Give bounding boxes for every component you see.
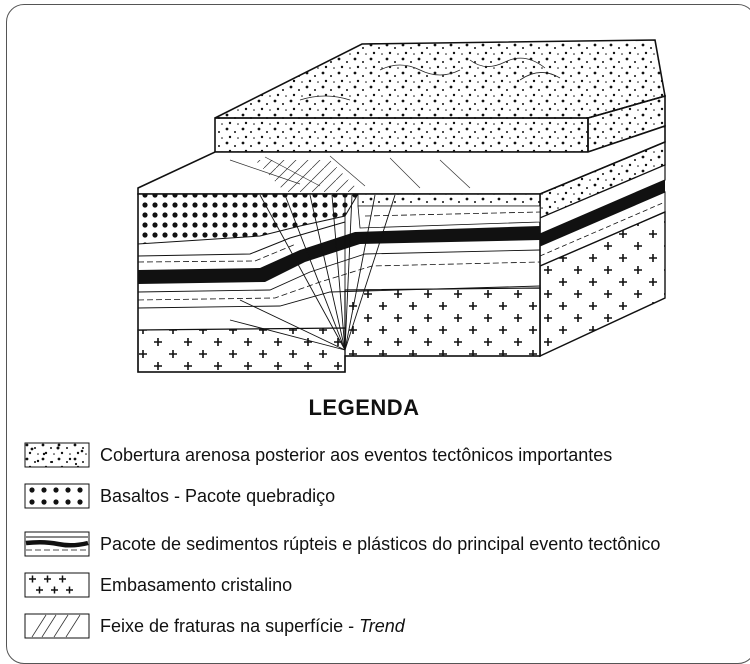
legend-item-fractures: Feixe de fraturas na superfície - Trend xyxy=(24,612,405,640)
legend-item-sand: Cobertura arenosa posterior aos eventos … xyxy=(24,441,612,469)
legend-item-basalt: Basaltos - Pacote quebradiço xyxy=(24,482,335,510)
legend-label-basalt: Basaltos - Pacote quebradiço xyxy=(100,485,336,506)
legend-label-sand: Cobertura arenosa posterior aos eventos … xyxy=(100,444,613,465)
block-diagram xyxy=(137,39,666,373)
fracture-fan xyxy=(229,194,396,372)
basalt-swatch-icon xyxy=(24,483,90,509)
legend-title: LEGENDA xyxy=(308,395,420,420)
sediment-swatch-icon xyxy=(24,531,90,557)
legend-label-sediment: Pacote de sedimentos rúpteis e plásticos… xyxy=(100,533,661,554)
sand-plateau xyxy=(214,39,666,154)
main-block xyxy=(137,124,666,373)
legend-label-fractures: Feixe de fraturas na superfície - Trend xyxy=(100,615,405,636)
legend-item-sediment: Pacote de sedimentos rúpteis e plásticos… xyxy=(24,530,660,558)
fractures-swatch-icon xyxy=(24,613,90,639)
sand-swatch-icon xyxy=(24,442,90,468)
legend-item-basement: Embasamento cristalino xyxy=(24,571,292,599)
legend-label-basement: Embasamento cristalino xyxy=(100,574,293,595)
basement-swatch-icon xyxy=(24,572,90,598)
